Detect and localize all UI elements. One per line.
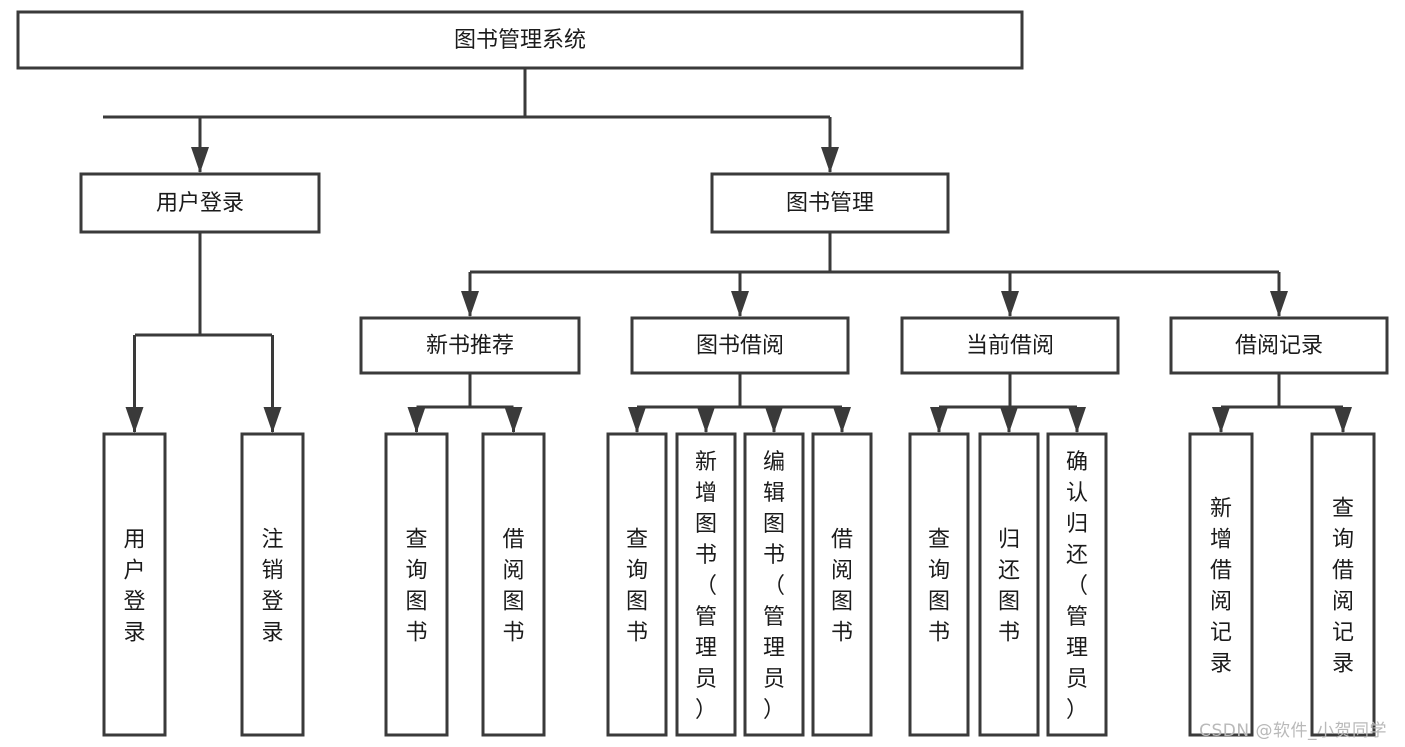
node-leaf-return-book-label: 归还图书 [998, 528, 1020, 646]
node-leaf-confirm-return-box[interactable] [1046, 432, 1108, 737]
arrow-into-leaf-logout-login [263, 407, 282, 433]
node-new-book-recommend-box[interactable] [359, 316, 581, 375]
node-root-system-label: 图书管理系统 [454, 28, 586, 53]
node-leaf-query-book-2[interactable]: 查询图书 [606, 432, 668, 737]
node-leaf-confirm-return[interactable]: 确认归还（管理员） [1046, 432, 1108, 737]
node-leaf-query-book-3-label: 查询图书 [928, 528, 950, 646]
arrow-into-leaf-user-login [125, 407, 144, 433]
node-new-book-recommend-label: 新书推荐 [426, 334, 514, 359]
node-leaf-query-record[interactable]: 查询借阅记录 [1310, 432, 1376, 737]
node-leaf-add-book-box[interactable] [675, 432, 737, 737]
node-user-login[interactable]: 用户登录 [79, 172, 321, 234]
node-leaf-user-login-label: 用户登录 [123, 528, 145, 646]
node-leaf-edit-book-box[interactable] [743, 432, 805, 737]
node-leaf-query-book-3-box[interactable] [908, 432, 970, 737]
arrow-into-current-borrow [1001, 291, 1019, 317]
node-leaf-user-login-box[interactable] [102, 432, 167, 737]
node-leaf-query-book-1-label: 查询图书 [405, 528, 427, 646]
node-leaf-query-book-1[interactable]: 查询图书 [384, 432, 449, 737]
node-current-borrow-label: 当前借阅 [966, 334, 1054, 359]
arrow-into-book-borrow [731, 291, 749, 317]
node-borrow-record-box[interactable] [1169, 316, 1389, 375]
node-leaf-query-book-3[interactable]: 查询图书 [908, 432, 970, 737]
arrow-into-leaf-borrow-book-2 [833, 407, 851, 433]
node-leaf-edit-book-label: 编辑图书（管理员） [763, 450, 785, 723]
node-borrow-record[interactable]: 借阅记录 [1169, 316, 1389, 375]
arrow-into-leaf-query-book-3 [930, 407, 948, 433]
arrow-into-leaf-query-book-1 [407, 407, 426, 433]
node-leaf-borrow-book-1[interactable]: 借阅图书 [481, 432, 546, 737]
node-leaf-edit-book[interactable]: 编辑图书（管理员） [743, 432, 805, 737]
node-leaf-return-book[interactable]: 归还图书 [978, 432, 1040, 737]
node-book-borrow[interactable]: 图书借阅 [630, 316, 850, 375]
arrow-into-leaf-query-book-2 [628, 407, 646, 433]
arrow-into-new-book-recommend [461, 291, 479, 317]
node-root-system-box[interactable] [16, 10, 1024, 70]
arrow-into-leaf-add-book [697, 407, 715, 433]
node-leaf-add-book-label: 新增图书（管理员） [695, 450, 717, 723]
connectors-layer [103, 68, 1352, 433]
node-leaf-confirm-return-label: 确认归还（管理员） [1066, 450, 1088, 723]
node-book-manage[interactable]: 图书管理 [710, 172, 950, 234]
arrow-into-leaf-add-record [1212, 407, 1230, 433]
node-current-borrow[interactable]: 当前借阅 [900, 316, 1120, 375]
arrow-into-book-manage [821, 147, 839, 173]
node-current-borrow-box[interactable] [900, 316, 1120, 375]
node-leaf-query-book-2-label: 查询图书 [626, 528, 648, 646]
node-leaf-add-record-box[interactable] [1188, 432, 1254, 737]
nodes-layer: 图书管理系统用户登录图书管理新书推荐图书借阅当前借阅借阅记录用户登录注销登录查询… [16, 10, 1389, 737]
node-borrow-record-label: 借阅记录 [1235, 334, 1323, 359]
arrow-into-leaf-confirm-return [1068, 407, 1086, 433]
arrow-into-user-login [191, 147, 209, 173]
node-book-manage-box[interactable] [710, 172, 950, 234]
csdn-watermark: CSDN @软件_小贺同学 [1199, 721, 1387, 741]
node-leaf-query-book-2-box[interactable] [606, 432, 668, 737]
node-leaf-return-book-box[interactable] [978, 432, 1040, 737]
node-leaf-query-record-label: 查询借阅记录 [1332, 497, 1354, 677]
node-leaf-borrow-book-2-box[interactable] [811, 432, 873, 737]
node-leaf-logout-login-label: 注销登录 [261, 528, 283, 646]
node-leaf-borrow-book-1-label: 借阅图书 [502, 528, 524, 646]
node-leaf-query-book-1-box[interactable] [384, 432, 449, 737]
node-leaf-borrow-book-1-box[interactable] [481, 432, 546, 737]
node-leaf-query-record-box[interactable] [1310, 432, 1376, 737]
node-book-borrow-label: 图书借阅 [696, 334, 784, 359]
node-leaf-add-book[interactable]: 新增图书（管理员） [675, 432, 737, 737]
node-user-login-box[interactable] [79, 172, 321, 234]
node-leaf-add-record[interactable]: 新增借阅记录 [1188, 432, 1254, 737]
node-new-book-recommend[interactable]: 新书推荐 [359, 316, 581, 375]
node-leaf-borrow-book-2[interactable]: 借阅图书 [811, 432, 873, 737]
node-book-borrow-box[interactable] [630, 316, 850, 375]
arrow-into-leaf-return-book [1000, 407, 1018, 433]
arrow-into-borrow-record [1270, 291, 1288, 317]
arrow-into-leaf-query-record [1334, 407, 1352, 433]
node-leaf-borrow-book-2-label: 借阅图书 [831, 528, 853, 646]
node-root-system[interactable]: 图书管理系统 [16, 10, 1024, 70]
node-leaf-add-record-label: 新增借阅记录 [1210, 497, 1232, 677]
node-book-manage-label: 图书管理 [786, 191, 874, 216]
node-user-login-label: 用户登录 [156, 191, 244, 216]
arrow-into-leaf-borrow-book-1 [504, 407, 523, 433]
node-leaf-user-login[interactable]: 用户登录 [102, 432, 167, 737]
node-leaf-logout-login-box[interactable] [240, 432, 305, 737]
arrow-into-leaf-edit-book [765, 407, 783, 433]
node-leaf-logout-login[interactable]: 注销登录 [240, 432, 305, 737]
